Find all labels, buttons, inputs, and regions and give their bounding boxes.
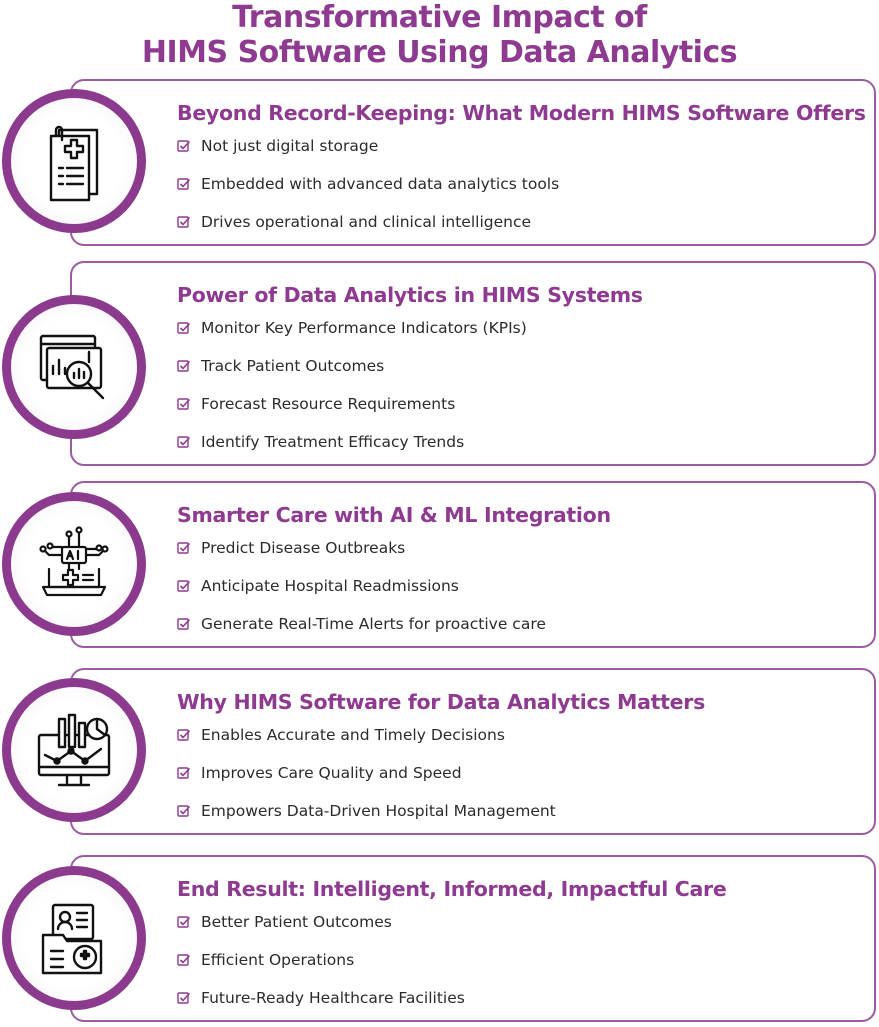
analytics-magnifier-icon [39,334,105,400]
item-text: Future-Ready Healthcare Facilities [201,989,465,1007]
section-heading: End Result: Intelligent, Informed, Impac… [177,877,727,901]
list-item: Embedded with advanced data analytics to… [177,175,559,213]
checkbox-icon [177,216,191,228]
item-text: Embedded with advanced data analytics to… [201,175,560,193]
list-item: Generate Real-Time Alerts for proactive … [177,615,546,653]
item-text: Efficient Operations [201,951,355,969]
item-text: Empowers Data-Driven Hospital Management [201,802,556,820]
list-item: Future-Ready Healthcare Facilities [177,989,465,1027]
list-item: Empowers Data-Driven Hospital Management [177,802,556,840]
checkbox-icon [177,916,191,928]
checkbox-icon [177,360,191,372]
checkbox-icon [177,618,191,630]
list-item: Forecast Resource Requirements [177,395,527,433]
section-card-ai-ml: Smarter Care with AI & ML Integration Pr… [70,481,876,648]
checkbox-icon [177,322,191,334]
list-item: Better Patient Outcomes [177,913,465,951]
section-card-data-analytics: Power of Data Analytics in HIMS Systems … [70,261,876,466]
list-item: Identify Treatment Efficacy Trends [177,433,527,471]
page-title: Transformative Impact of HIMS Software U… [0,0,879,70]
title-line-1: Transformative Impact of [232,0,647,35]
list-item: Efficient Operations [177,951,465,989]
checkbox-icon [177,542,191,554]
item-text: Generate Real-Time Alerts for proactive … [201,615,546,633]
section-card-record-keeping: Beyond Record-Keeping: What Modern HIMS … [70,79,876,246]
section-item-list: Enables Accurate and Timely Decisions Im… [177,726,556,840]
section-heading: Beyond Record-Keeping: What Modern HIMS … [177,101,866,125]
section-icon-badge [2,678,146,822]
item-text: Better Patient Outcomes [201,913,392,931]
section-icon-badge [2,492,146,636]
section-heading: Smarter Care with AI & ML Integration [177,503,611,527]
patient-folder-icon [41,903,103,975]
section-item-list: Predict Disease Outbreaks Anticipate Hos… [177,539,546,653]
item-text: Not just digital storage [201,137,379,155]
list-item: Predict Disease Outbreaks [177,539,546,577]
list-item: Track Patient Outcomes [177,357,527,395]
section-card-end-result: End Result: Intelligent, Informed, Impac… [70,855,876,1022]
checkbox-icon [177,580,191,592]
section-heading: Why HIMS Software for Data Analytics Mat… [177,690,705,714]
item-text: Enables Accurate and Timely Decisions [201,726,505,744]
checkbox-icon [177,954,191,966]
item-text: Track Patient Outcomes [201,357,385,375]
checkbox-icon [177,178,191,190]
section-item-list: Better Patient Outcomes Efficient Operat… [177,913,465,1027]
item-text: Improves Care Quality and Speed [201,764,462,782]
checkbox-icon [177,729,191,741]
medical-document-icon [49,125,99,202]
monitor-chart-icon [37,713,111,787]
list-item: Monitor Key Performance Indicators (KPIs… [177,319,527,357]
item-text: Anticipate Hospital Readmissions [201,577,459,595]
checkbox-icon [177,992,191,1004]
ai-laptop-icon [39,526,109,597]
list-item: Enables Accurate and Timely Decisions [177,726,556,764]
section-icon-badge [2,295,146,439]
section-icon-badge [2,89,146,233]
checkbox-icon [177,805,191,817]
list-item: Anticipate Hospital Readmissions [177,577,546,615]
section-heading: Power of Data Analytics in HIMS Systems [177,283,643,307]
list-item: Not just digital storage [177,137,559,175]
checkbox-icon [177,140,191,152]
checkbox-icon [177,436,191,448]
section-item-list: Monitor Key Performance Indicators (KPIs… [177,319,527,471]
item-text: Monitor Key Performance Indicators (KPIs… [201,319,527,337]
checkbox-icon [177,398,191,410]
section-item-list: Not just digital storage Embedded with a… [177,137,559,251]
list-item: Improves Care Quality and Speed [177,764,556,802]
item-text: Identify Treatment Efficacy Trends [201,433,465,451]
checkbox-icon [177,767,191,779]
section-icon-badge [2,866,146,1010]
list-item: Drives operational and clinical intellig… [177,213,559,251]
item-text: Drives operational and clinical intellig… [201,213,532,231]
item-text: Predict Disease Outbreaks [201,539,406,557]
section-card-why-matters: Why HIMS Software for Data Analytics Mat… [70,668,876,835]
item-text: Forecast Resource Requirements [201,395,456,413]
title-line-2: HIMS Software Using Data Analytics [141,35,738,70]
